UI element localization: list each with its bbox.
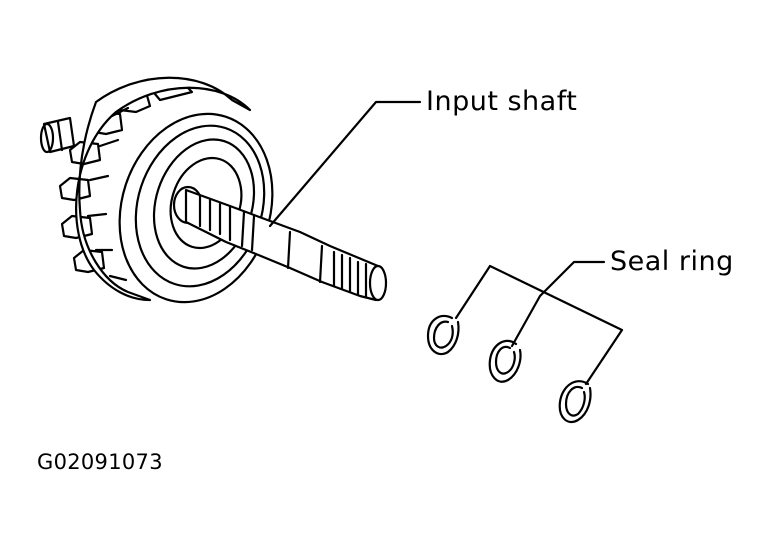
seal-ring-3 <box>558 380 592 424</box>
input-shaft <box>184 188 388 302</box>
seal-ring-1 <box>426 314 460 356</box>
figure-code: G02091073 <box>37 450 163 474</box>
input-shaft-leader <box>268 100 422 228</box>
input-shaft-label: Input shaft <box>426 86 578 117</box>
seal-ring-label: Seal ring <box>610 246 734 277</box>
seal-ring-2 <box>488 339 522 383</box>
clutch-drum <box>39 76 274 304</box>
seal-ring-leader <box>454 260 624 386</box>
